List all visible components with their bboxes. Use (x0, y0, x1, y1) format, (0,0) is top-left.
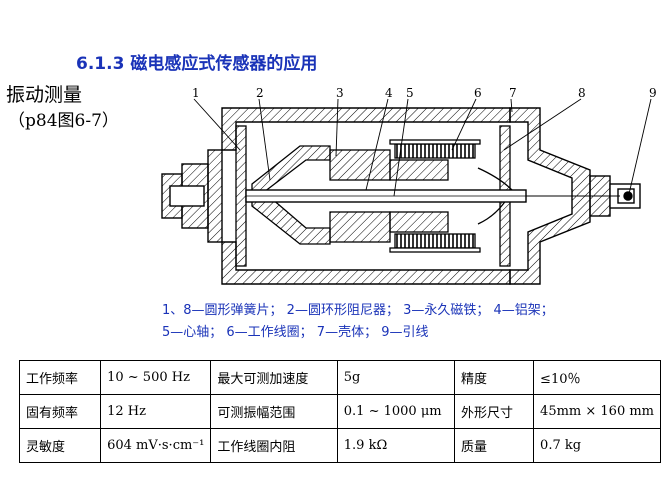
spec-value: 0.7 kg (533, 428, 661, 463)
spec-value: ≤10％ (533, 360, 661, 395)
slide-title: 6.1.3 磁电感应式传感器的应用 (76, 54, 318, 74)
subtitle-vibration: 振动测量 (6, 84, 83, 106)
legend-line-1: 1、8—圆形弹簧片； 2—圆环形阻尼器； 3—永久磁铁； 4—铝架； (162, 303, 554, 318)
spec-label: 可测振幅范围 (210, 394, 338, 429)
sensor-cross-section-diagram: 1 2 3 4 5 6 7 8 9 (161, 86, 657, 285)
sensor-housing (161, 107, 641, 285)
part-label-6: 6 (474, 86, 482, 100)
part-number-labels: 1 2 3 4 5 6 7 8 9 (192, 86, 657, 100)
part-label-2: 2 (256, 86, 264, 100)
spec-label: 外形尺寸 (453, 394, 535, 429)
spec-label: 质量 (453, 428, 535, 463)
table-row: 工作频率 10 ~ 500 Hz 最大可测加速度 5g 精度 ≤10％ (18, 360, 661, 395)
part-label-8: 8 (578, 86, 586, 100)
leader-lines (193, 98, 652, 197)
part-label-9: 9 (649, 86, 657, 100)
spec-label: 最大可测加速度 (210, 360, 338, 395)
legend-line-2: 5—心轴； 6—工作线圈； 7—壳体； 9—引线 (162, 325, 429, 340)
spec-value: 604 mV·s·cm⁻¹ (100, 428, 212, 463)
specifications-table: 工作频率 10 ~ 500 Hz 最大可测加速度 5g 精度 ≤10％ 固有频率… (18, 360, 661, 463)
parts-legend: 1、8—圆形弹簧片； 2—圆环形阻尼器； 3—永久磁铁； 4—铝架； 5—心轴；… (162, 300, 554, 344)
part-label-7: 7 (509, 86, 517, 100)
spec-label: 工作线圈内阻 (210, 428, 338, 463)
spec-label: 灵敏度 (18, 428, 102, 463)
spec-value: 1.9 kΩ (336, 428, 456, 463)
part-label-4: 4 (385, 86, 393, 100)
spec-label: 固有频率 (18, 394, 102, 429)
internal-assembly (235, 125, 620, 267)
part-label-5: 5 (406, 86, 414, 100)
spec-value: 10 ~ 500 Hz (100, 360, 212, 395)
spec-label: 精度 (453, 360, 535, 395)
spec-label: 工作频率 (18, 360, 102, 395)
part-label-1: 1 (192, 86, 200, 100)
table-row: 固有频率 12 Hz 可测振幅范围 0.1 ~ 1000 μm 外形尺寸 45m… (18, 394, 661, 429)
spec-value: 0.1 ~ 1000 μm (336, 394, 456, 429)
subtitle-reference: （p84图6-7） (8, 111, 119, 131)
spec-value: 45mm × 160 mm (533, 394, 661, 429)
spec-value: 12 Hz (100, 394, 212, 429)
table-row: 灵敏度 604 mV·s·cm⁻¹ 工作线圈内阻 1.9 kΩ 质量 0.7 k… (18, 428, 661, 463)
spec-value: 5g (336, 360, 456, 395)
part-label-3: 3 (336, 86, 344, 100)
